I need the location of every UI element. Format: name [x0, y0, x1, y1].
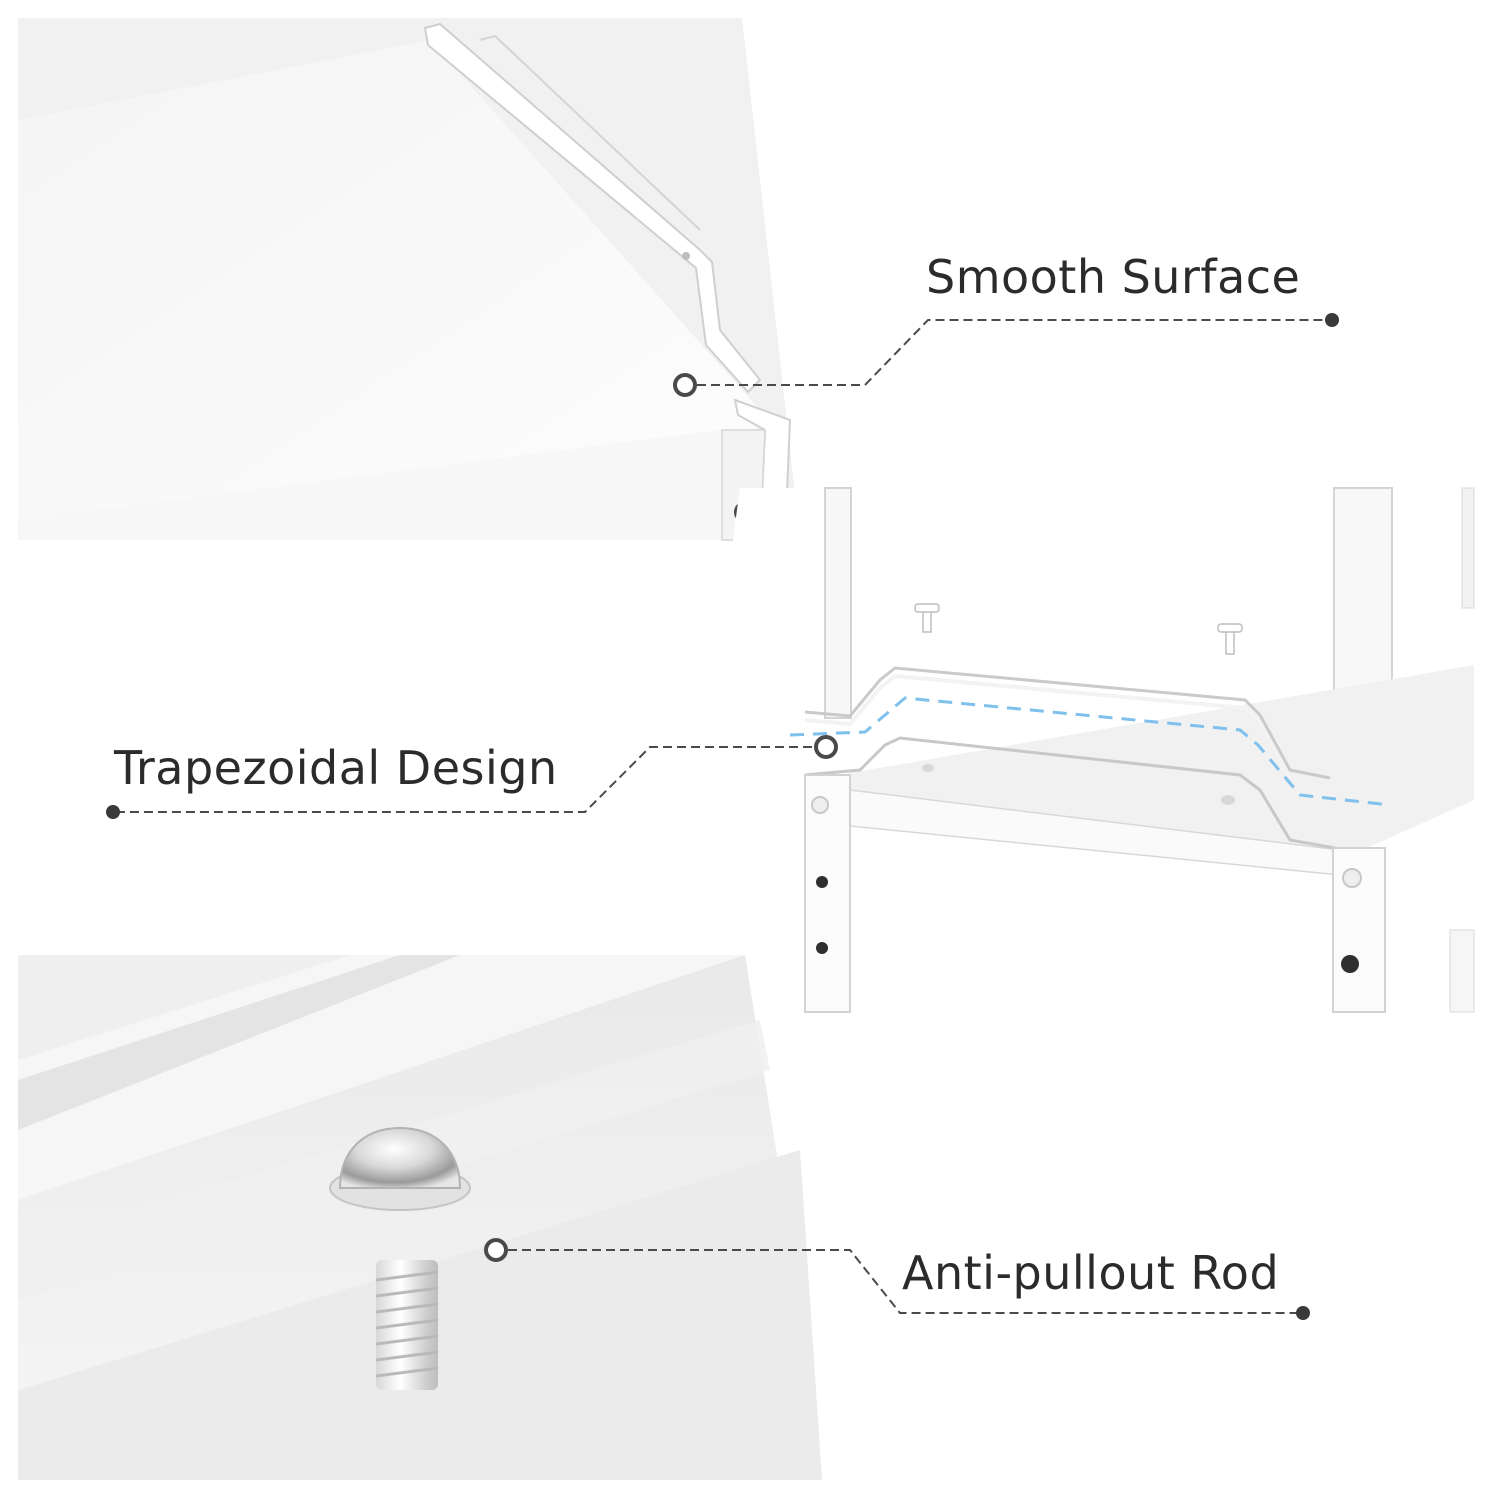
ring-marker-icon	[484, 373, 838, 1262]
anti-pullout-leader	[508, 1249, 1303, 1314]
trapezoidal-design-panel	[668, 487, 1475, 1013]
dot-marker-icon	[106, 313, 1339, 1320]
trapezoidal-design-label: Trapezoidal Design	[114, 741, 558, 795]
anti-pullout-screw	[18, 1020, 770, 1390]
smooth-surface-leader	[697, 319, 1332, 386]
smooth-surface-label: Smooth Surface	[926, 250, 1301, 304]
anti-pullout-rod-label: Anti-pullout Rod	[902, 1246, 1280, 1300]
anti-pullout-rod-panel	[18, 955, 822, 1480]
screw-icon	[914, 603, 1243, 655]
smooth-surface-panel	[18, 18, 800, 541]
callout-lines	[113, 319, 1332, 1314]
